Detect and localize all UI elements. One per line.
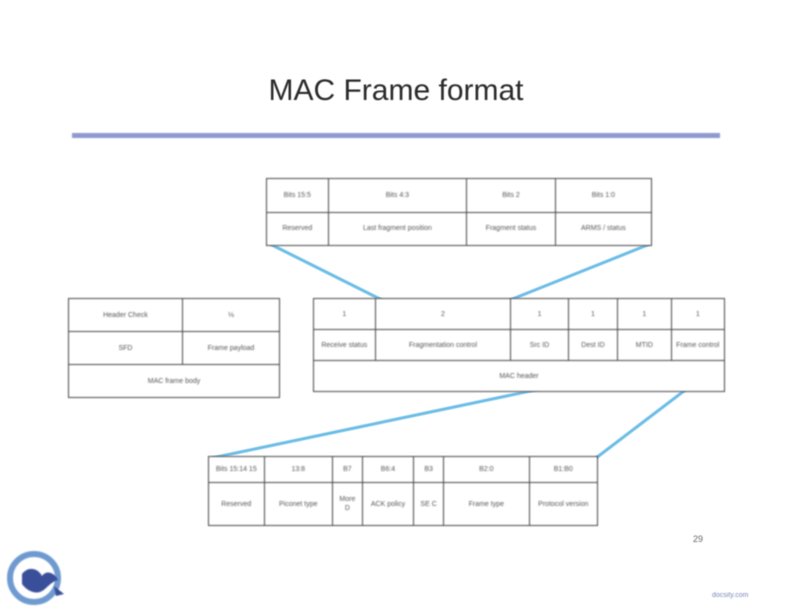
table-row: MAC frame body [68, 364, 280, 398]
table-cell: Header Check [68, 298, 183, 332]
table-cell: B6:4 [361, 455, 415, 484]
table-cell: ⅛ [181, 298, 281, 332]
table-cell: Frame control [670, 329, 726, 361]
title-underline [72, 133, 720, 138]
table-fragmentation-control-fields: Bits 15:5 Bits 4:3 Bits 2 Bits 1:0 Reser… [266, 178, 653, 246]
table-row: Receive status Fragmentation control Src… [313, 329, 726, 361]
table-cell: ARMS / status [554, 211, 653, 246]
table-cell: More D [331, 482, 363, 526]
table-cell: Reserved [208, 482, 265, 526]
connector-top-left [269, 242, 383, 302]
table-cell: Protocol version [528, 482, 599, 526]
table-cell: Fragmentation control [374, 329, 512, 361]
table-cell: 1 [670, 298, 726, 330]
table-row: Bits 15:14 15 13:8 B7 B6:4 B3 B2:0 B1:B0 [208, 455, 599, 484]
table-cell: Piconet type [263, 482, 333, 526]
table-cell: Receive status [313, 329, 376, 361]
table-row: 1 2 1 1 1 1 [313, 298, 726, 330]
page-number: 29 [693, 534, 704, 544]
table-row: SFD Frame payload [68, 331, 281, 365]
table-cell: Bits 15:5 [266, 178, 329, 213]
table-row: Reserved Last fragment position Fragment… [266, 211, 653, 246]
table-cell: Frame payload [181, 331, 281, 365]
table-mac-frame-body: Header Check ⅛ SFD Frame payload MAC fra… [68, 298, 281, 398]
slide-title: MAC Frame format [268, 74, 524, 107]
table-cell: Bits 15:14 15 [208, 455, 265, 484]
table-cell: B3 [413, 455, 445, 484]
table-cell: Bits 4:3 [327, 178, 468, 213]
table-row: Bits 15:5 Bits 4:3 Bits 2 Bits 1:0 [266, 178, 653, 213]
table-cell: Dest ID [567, 329, 619, 361]
table-mac-header: 1 2 1 1 1 1 Receive status Fragmentation… [313, 298, 726, 392]
table-cell: 1 [313, 298, 376, 330]
table-row: Header Check ⅛ [68, 298, 281, 332]
table-cell: MAC frame body [68, 364, 280, 398]
table-cell: SE C [413, 482, 445, 526]
table-cell: SFD [68, 331, 183, 365]
table-row: MAC header [313, 360, 725, 392]
table-cell: Frame type [443, 482, 530, 526]
table-row: Reserved Piconet type More D ACK policy … [208, 482, 599, 526]
table-cell: B1:B0 [528, 455, 599, 484]
table-cell: Last fragment position [327, 211, 468, 246]
table-cell: 1 [567, 298, 619, 330]
footer-site-name: docsity.com [712, 592, 749, 599]
connector-top-right [509, 242, 651, 302]
table-cell: Src ID [510, 329, 569, 361]
table-cell: 1 [617, 298, 672, 330]
table-cell: 2 [374, 298, 512, 330]
table-cell: MAC header [313, 360, 725, 392]
table-cell: Fragment status [466, 211, 556, 246]
docsity-logo-icon [4, 546, 68, 613]
table-cell: ACK policy [361, 482, 415, 526]
table-cell: Bits 2 [466, 178, 556, 213]
table-cell: 1 [510, 298, 569, 330]
table-frame-control-fields: Bits 15:14 15 13:8 B7 B6:4 B3 B2:0 B1:B0… [208, 455, 599, 526]
table-cell: B7 [331, 455, 363, 484]
table-cell: B2:0 [443, 455, 530, 484]
table-cell: Bits 1:0 [554, 178, 653, 213]
table-cell: 13:8 [263, 455, 333, 484]
table-cell: MTID [617, 329, 672, 361]
table-cell: Reserved [266, 211, 329, 246]
